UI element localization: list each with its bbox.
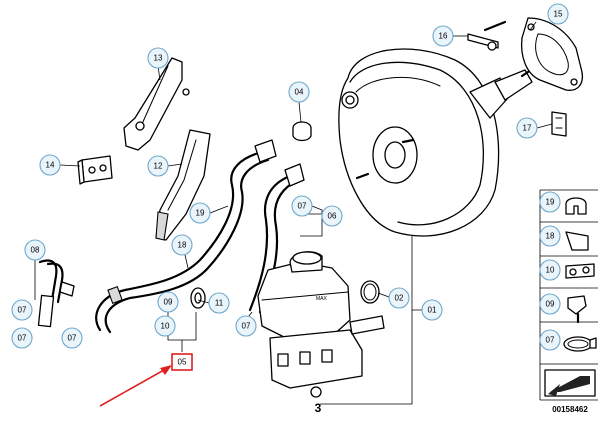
svg-text:11: 11 bbox=[215, 299, 224, 308]
svg-text:08: 08 bbox=[31, 246, 40, 255]
callout-07-hose-end[interactable]: 07 bbox=[61, 327, 83, 349]
callout-07-left-lower[interactable]: 07 bbox=[11, 327, 33, 349]
svg-text:02: 02 bbox=[395, 294, 404, 303]
brake-booster bbox=[338, 48, 542, 237]
callout-16[interactable]: 16 bbox=[432, 25, 454, 47]
sidebar-callout-18[interactable]: 18 bbox=[539, 225, 561, 247]
assembly-label: 3 bbox=[315, 401, 322, 415]
callout-18[interactable]: 18 bbox=[171, 234, 193, 256]
svg-text:10: 10 bbox=[546, 266, 555, 275]
svg-text:04: 04 bbox=[295, 88, 304, 97]
vacuum-grommet bbox=[292, 121, 312, 142]
svg-text:12: 12 bbox=[154, 162, 163, 171]
grommet-09-part bbox=[190, 287, 206, 309]
vacuum-hose-main bbox=[95, 139, 277, 334]
callout-13[interactable]: 13 bbox=[147, 47, 169, 69]
svg-text:07: 07 bbox=[298, 202, 307, 211]
svg-text:18: 18 bbox=[546, 232, 555, 241]
callout-19[interactable]: 19 bbox=[189, 202, 211, 224]
svg-text:13: 13 bbox=[154, 54, 163, 63]
svg-text:07: 07 bbox=[18, 306, 27, 315]
svg-text:14: 14 bbox=[46, 161, 55, 170]
seal-ring bbox=[360, 280, 380, 304]
sidebar-callout-09[interactable]: 09 bbox=[539, 293, 561, 315]
callout-17[interactable]: 17 bbox=[516, 117, 538, 139]
callout-10[interactable]: 10 bbox=[154, 315, 176, 337]
svg-text:07: 07 bbox=[546, 336, 555, 345]
svg-text:MAX: MAX bbox=[316, 296, 328, 302]
callout-09[interactable]: 09 bbox=[157, 291, 179, 313]
svg-text:15: 15 bbox=[554, 10, 563, 19]
callout-15[interactable]: 15 bbox=[547, 3, 569, 25]
bracket-lower bbox=[155, 129, 211, 241]
clevis-pin bbox=[467, 20, 507, 51]
svg-text:09: 09 bbox=[164, 298, 173, 307]
rubber-mount bbox=[77, 155, 113, 185]
svg-text:09: 09 bbox=[546, 300, 555, 309]
master-cylinder bbox=[269, 315, 385, 398]
hose-fitting-left bbox=[37, 259, 75, 328]
callout-06[interactable]: 06 bbox=[321, 205, 343, 227]
svg-text:05: 05 bbox=[178, 358, 187, 367]
sidebar-callout-10[interactable]: 10 bbox=[539, 259, 561, 281]
reference-code: 00158462 bbox=[552, 405, 588, 414]
callout-08[interactable]: 08 bbox=[24, 239, 46, 261]
sidebar-callout-07[interactable]: 07 bbox=[539, 329, 561, 351]
svg-text:01: 01 bbox=[428, 306, 437, 315]
parts-sidebar bbox=[539, 189, 598, 401]
svg-text:19: 19 bbox=[546, 198, 555, 207]
svg-text:07: 07 bbox=[18, 334, 27, 343]
svg-text:10: 10 bbox=[161, 322, 170, 331]
retaining-clip bbox=[551, 111, 567, 137]
callout-07-hose[interactable]: 07 bbox=[291, 195, 313, 217]
callout-07-left-upper[interactable]: 07 bbox=[11, 299, 33, 321]
gasket-plate bbox=[520, 17, 584, 91]
svg-text:16: 16 bbox=[439, 32, 448, 41]
callout-01[interactable]: 01 bbox=[421, 299, 443, 321]
svg-text:18: 18 bbox=[178, 241, 187, 250]
highlight-arrow bbox=[99, 365, 172, 407]
callout-02[interactable]: 02 bbox=[388, 287, 410, 309]
bracket-upper bbox=[123, 57, 190, 151]
sidebar-callout-19[interactable]: 19 bbox=[539, 191, 561, 213]
callout-12[interactable]: 12 bbox=[147, 155, 169, 177]
callout-07-reservoir[interactable]: 07 bbox=[235, 315, 257, 337]
svg-text:19: 19 bbox=[196, 209, 205, 218]
brake-fluid-reservoir: MAX bbox=[257, 251, 351, 341]
svg-text:07: 07 bbox=[68, 334, 77, 343]
svg-text:06: 06 bbox=[328, 212, 337, 221]
callout-11[interactable]: 11 bbox=[208, 292, 230, 314]
group-label-05[interactable]: 05 bbox=[171, 353, 193, 371]
callout-04[interactable]: 04 bbox=[288, 81, 310, 103]
callout-14[interactable]: 14 bbox=[39, 154, 61, 176]
svg-text:17: 17 bbox=[523, 124, 532, 133]
svg-text:07: 07 bbox=[242, 322, 251, 331]
